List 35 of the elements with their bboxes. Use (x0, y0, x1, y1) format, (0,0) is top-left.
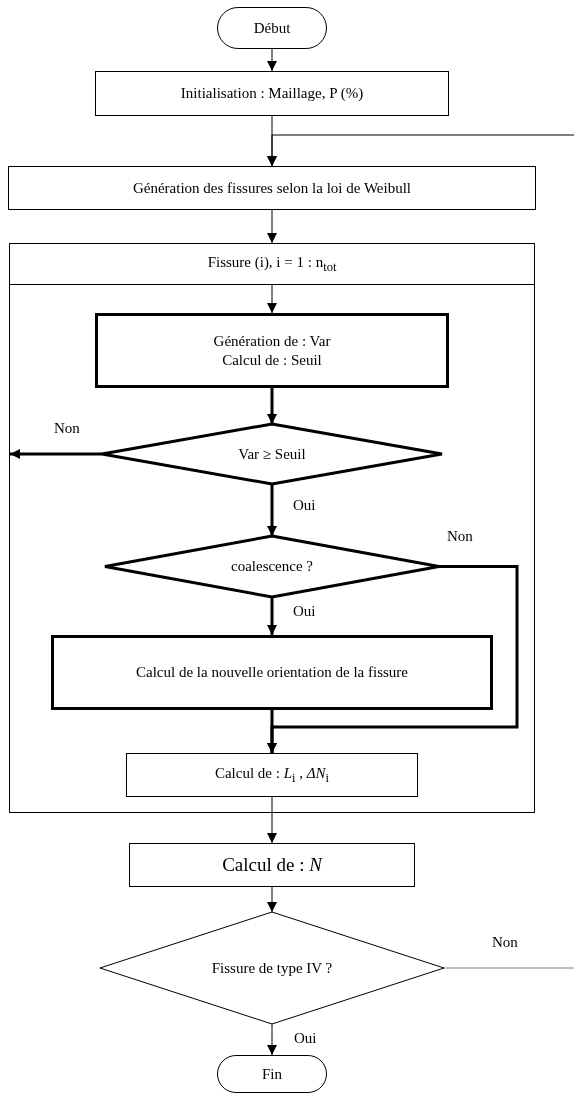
step-text: Calcul de : N (222, 853, 322, 877)
arrow (267, 1023, 277, 1056)
process-box (95, 313, 449, 388)
condition-text: Fissure de type IV ? (211, 958, 333, 978)
step-text: Calcul de la nouvelle orientation de la fissure (136, 663, 408, 682)
decision-diamond (102, 424, 442, 484)
process-box (126, 753, 418, 797)
loop-container (9, 243, 535, 813)
arrow (267, 388, 277, 424)
decision-diamond (105, 536, 439, 597)
arrow (267, 886, 277, 913)
process-box (8, 166, 536, 210)
arrow (10, 449, 102, 459)
process-box (51, 635, 493, 710)
step-text: Calcul de : Seuil (222, 350, 322, 370)
step-text: Génération de : Var (213, 331, 331, 351)
arrow (267, 48, 277, 72)
condition-text: coalescence ? (231, 557, 313, 576)
arrow (267, 134, 574, 167)
arrow (267, 209, 277, 244)
condition-text: Var ≥ Seuil (238, 444, 306, 464)
process-box (95, 71, 449, 116)
arrow (267, 710, 277, 753)
arrow (267, 484, 277, 536)
process-box (129, 843, 415, 887)
step-text: Calcul de : L$_{i}$ , ΔN$_{i}$ (214, 763, 330, 787)
decision-diamond (100, 912, 444, 1024)
arrow (267, 597, 277, 635)
loop-label: Fissure (i), i = 1 : n$_{tot}$ (207, 252, 337, 276)
step-text: Initialisation : Maillage, P (%) (180, 84, 364, 103)
step-text: Fin (262, 1064, 282, 1084)
step-text: Génération des fissures selon la loi de Weibull (132, 178, 411, 198)
step-text: Début (253, 18, 291, 38)
arrow (267, 796, 277, 844)
arrow (267, 284, 277, 314)
